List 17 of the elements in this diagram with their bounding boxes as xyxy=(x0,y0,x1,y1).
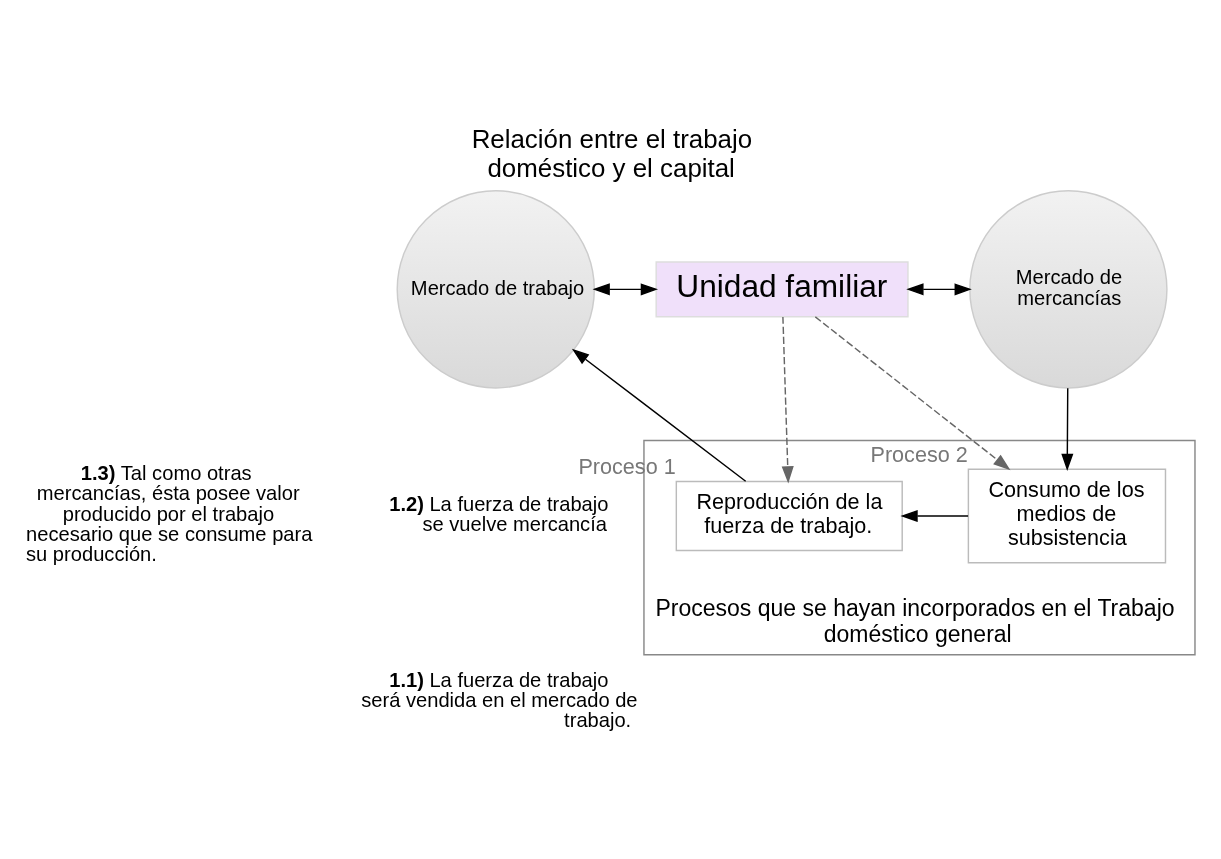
node-circle: Mercado de trabajo xyxy=(396,189,596,389)
arrow xyxy=(906,282,972,295)
arrow xyxy=(571,348,747,482)
arrow xyxy=(592,282,658,295)
label: 1.3) Tal como otras mercancías, ésta posee valor producido por el trabajo necesario que se consume para su producción. xyxy=(26,461,313,565)
arrow xyxy=(1061,387,1074,471)
node-box: Unidad familiar xyxy=(655,260,909,317)
arrow xyxy=(900,509,969,522)
label: 1.2) La fuerza de trabajo se vuelve mercancía xyxy=(389,492,609,535)
arrow xyxy=(814,315,1011,470)
node-box: Consumo de los medios de subsistencia xyxy=(967,468,1167,563)
node-circle: Mercado de mercancías xyxy=(969,189,1168,389)
diagram-title: Relación entre el trabajo doméstico y el capital xyxy=(471,124,753,182)
node-label: Proceso 2 xyxy=(870,441,968,467)
label: 1.1) La fuerza de trabajo será vendida en el mercado de trabajo. xyxy=(361,668,638,731)
arrow xyxy=(781,315,794,483)
node-box: Reproducción de la fuerza de trabajo. xyxy=(675,480,903,551)
